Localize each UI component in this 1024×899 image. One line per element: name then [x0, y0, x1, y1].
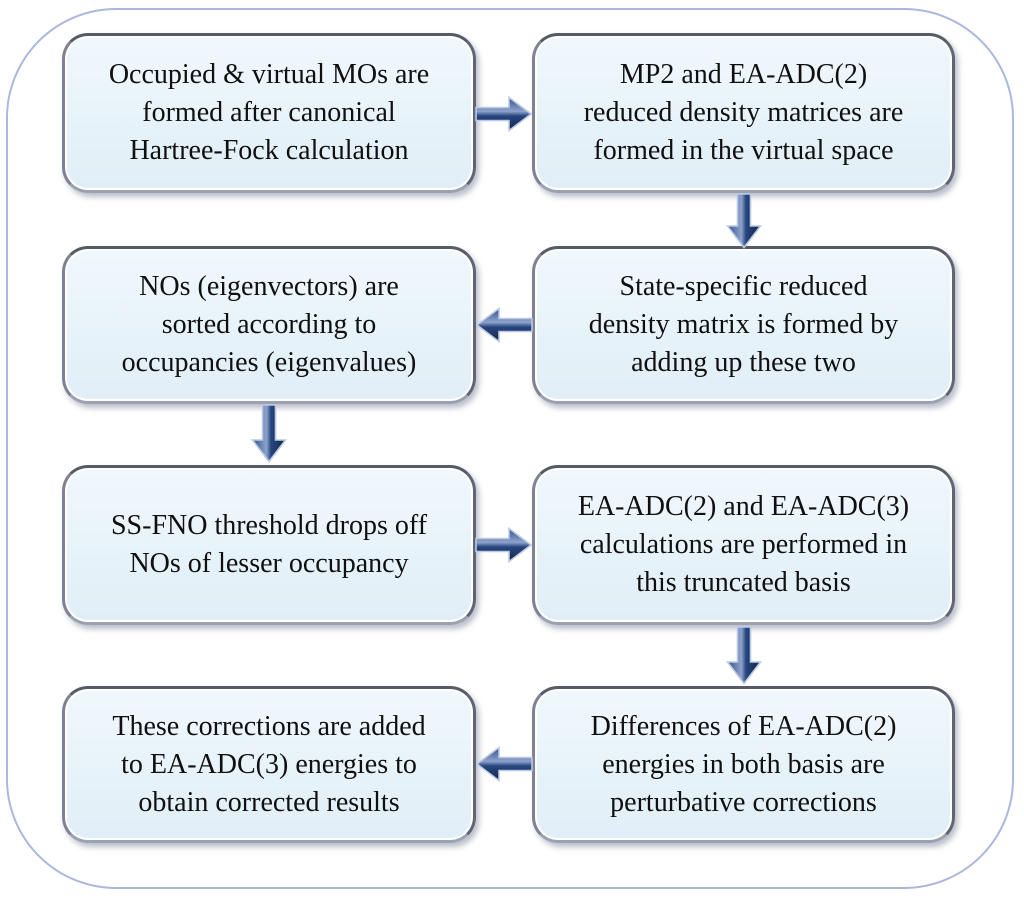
- arrow-right-icon: [475, 96, 533, 132]
- box-5-line: NOs of lesser occupancy: [129, 548, 409, 579]
- box-3-line: NOs (eigenvectors) are: [139, 271, 399, 302]
- flow-box-1: Occupied & virtual MOs are formed after …: [62, 33, 476, 193]
- arrow-down-icon: [251, 404, 287, 463]
- box-1-line: Hartree-Fock calculation: [129, 135, 409, 166]
- box-4-line: density matrix is formed by: [588, 309, 899, 340]
- arrow-down-icon: [726, 193, 762, 249]
- flow-box-2: MP2 and EA-ADC(2) reduced density matric…: [532, 33, 955, 193]
- flow-box-5: SS-FNO threshold drops off NOs of lesser…: [62, 465, 476, 625]
- box-7-line: to EA-ADC(3) energies to: [121, 748, 417, 780]
- box-3-line: sorted according to: [161, 309, 377, 340]
- box-8-line: Differences of EA-ADC(2): [590, 710, 897, 742]
- flow-box-8: Differences of EA-ADC(2) energies in bot…: [532, 686, 955, 843]
- arrow-left-icon: [475, 307, 533, 343]
- box-1-line: formed after canonical: [142, 97, 396, 128]
- box-8-line: energies in both basis are: [602, 748, 885, 780]
- arrow-right-icon: [475, 527, 533, 563]
- box-2-line: reduced density matrices are: [583, 97, 904, 128]
- flow-box-4: State-specific reduced density matrix is…: [532, 246, 955, 404]
- box-8-line: perturbative corrections: [610, 786, 877, 818]
- box-6-line: this truncated basis: [636, 567, 851, 598]
- box-2-line: MP2 and EA-ADC(2): [619, 59, 868, 90]
- box-3-line: occupancies (eigenvalues): [121, 347, 417, 378]
- outer-frame: [6, 8, 1014, 889]
- arrow-left-icon: [475, 746, 533, 782]
- box-7-line: obtain corrected results: [138, 786, 400, 818]
- flow-box-6: EA-ADC(2) and EA-ADC(3) calculations are…: [532, 465, 955, 625]
- arrow-down-icon: [726, 626, 762, 685]
- box-4-line: adding up these two: [631, 347, 856, 378]
- box-7-line: These corrections are added: [112, 710, 426, 742]
- box-6-line: EA-ADC(2) and EA-ADC(3): [577, 491, 910, 522]
- box-6-line: calculations are performed in: [579, 529, 908, 560]
- box-4-line: State-specific reduced: [619, 271, 868, 302]
- flow-box-3: NOs (eigenvectors) are sorted according …: [62, 246, 476, 404]
- box-2-line: formed in the virtual space: [593, 135, 894, 166]
- flow-box-7: These corrections are added to EA-ADC(3)…: [62, 686, 476, 843]
- box-5-line: SS-FNO threshold drops off: [110, 510, 428, 541]
- box-1-line: Occupied & virtual MOs are: [108, 59, 430, 90]
